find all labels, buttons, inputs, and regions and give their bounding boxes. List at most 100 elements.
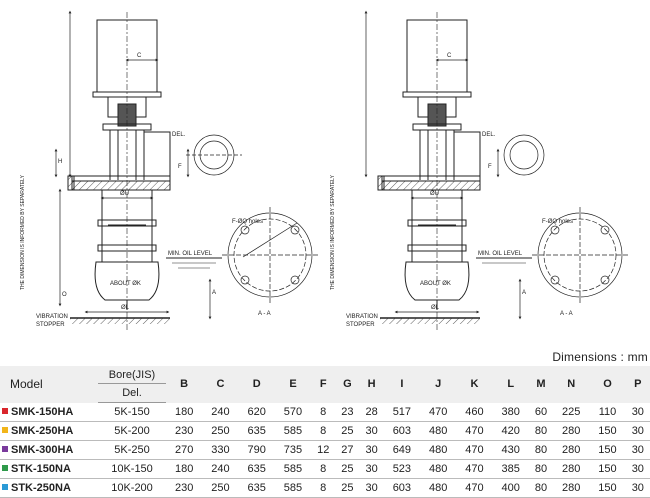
value-cell-k: 470 xyxy=(456,478,493,498)
value-cell-i: 649 xyxy=(383,440,421,460)
value-cell-i: 517 xyxy=(383,402,421,422)
left-dim-o: O xyxy=(62,292,67,298)
model-color-swatch xyxy=(2,465,8,471)
right-dim-u: ØU xyxy=(430,191,439,197)
right-dim-l: ØL xyxy=(431,305,440,311)
right-label-stopper: STOPPER xyxy=(346,322,375,328)
value-cell-g: 25 xyxy=(335,478,360,498)
left-label-section: A - A xyxy=(258,311,271,317)
value-cell-l: 400 xyxy=(492,478,529,498)
model-name: STK-250NA xyxy=(11,482,71,494)
del-cell: 5K-200 xyxy=(98,421,166,441)
header-p: P xyxy=(625,366,650,403)
value-cell-h: 30 xyxy=(359,459,384,479)
value-cell-p: 30 xyxy=(625,440,650,460)
value-cell-m: 60 xyxy=(528,402,554,422)
left-dim-h: H xyxy=(58,159,62,165)
header-l: L xyxy=(492,366,529,403)
value-cell-e: 585 xyxy=(274,478,312,498)
value-cell-l: 385 xyxy=(492,459,529,479)
value-cell-b: 230 xyxy=(166,478,203,498)
value-cell-g: 25 xyxy=(335,459,360,479)
value-cell-m: 80 xyxy=(528,459,554,479)
value-cell-e: 585 xyxy=(274,459,312,479)
model-cell: SMK-300HA xyxy=(0,440,98,460)
dimensions-label: Dimensions : mm xyxy=(552,350,648,364)
pump-drawing-left: C DEL. H F ØU ØL O A F-ØQ holes MIN. OIL… xyxy=(20,10,318,331)
value-cell-m: 80 xyxy=(528,478,554,498)
value-cell-o: 150 xyxy=(589,478,626,498)
right-label-vibration: VIBRATION xyxy=(346,314,378,320)
left-dim-f: F xyxy=(178,164,182,170)
left-dim-a: A xyxy=(212,290,216,296)
del-cell: 5K-250 xyxy=(98,440,166,460)
value-cell-f: 12 xyxy=(311,440,336,460)
value-cell-n: 280 xyxy=(553,421,590,441)
value-cell-m: 80 xyxy=(528,440,554,460)
value-cell-i: 603 xyxy=(383,478,421,498)
left-label-vibration: VIBRATION xyxy=(36,314,68,320)
right-label-about: ABOUT ØK xyxy=(420,281,451,287)
header-i: I xyxy=(383,366,421,403)
value-cell-j: 480 xyxy=(420,478,457,498)
header-k: K xyxy=(456,366,493,403)
value-cell-n: 280 xyxy=(553,478,590,498)
header-j: J xyxy=(420,366,457,403)
technical-drawings: C DEL. H F ØU ØL O A F-ØQ holes MIN. OIL… xyxy=(20,10,628,331)
header-d: D xyxy=(238,366,275,403)
spec-table: Model Bore(JIS) B C D E F G H I J K L M … xyxy=(0,366,650,498)
value-cell-l: 380 xyxy=(492,402,529,422)
value-cell-e: 570 xyxy=(274,402,312,422)
value-cell-n: 280 xyxy=(553,440,590,460)
del-cell: 5K-150 xyxy=(98,402,166,422)
value-cell-j: 480 xyxy=(420,459,457,479)
value-cell-c: 240 xyxy=(202,459,239,479)
left-side-note: THE DIMENSION IS INFORMED BY SEPARATELY xyxy=(20,174,26,290)
value-cell-c: 250 xyxy=(202,478,239,498)
right-side-note: THE DIMENSION IS INFORMED BY SEPARATELY xyxy=(330,174,336,290)
value-cell-k: 470 xyxy=(456,421,493,441)
model-cell: SMK-250HA xyxy=(0,421,98,441)
value-cell-o: 150 xyxy=(589,440,626,460)
del-cell: 10K-200 xyxy=(98,478,166,498)
header-g: G xyxy=(335,366,360,403)
value-cell-l: 420 xyxy=(492,421,529,441)
left-label-holes: F-ØQ holes xyxy=(232,219,263,225)
right-dim-a: A xyxy=(522,290,526,296)
model-color-swatch xyxy=(2,407,8,414)
value-cell-c: 240 xyxy=(202,402,239,422)
value-cell-j: 470 xyxy=(420,402,457,422)
left-label-stopper: STOPPER xyxy=(36,322,65,328)
value-cell-b: 270 xyxy=(166,440,203,460)
value-cell-d: 790 xyxy=(238,440,275,460)
value-cell-o: 150 xyxy=(589,421,626,441)
value-cell-h: 30 xyxy=(359,421,384,441)
left-label-del: DEL. xyxy=(172,132,186,138)
value-cell-j: 480 xyxy=(420,440,457,460)
header-del: Del. xyxy=(98,383,166,403)
value-cell-k: 460 xyxy=(456,402,493,422)
header-e: E xyxy=(274,366,312,403)
model-cell: STK-150NA xyxy=(0,459,98,479)
value-cell-o: 150 xyxy=(589,459,626,479)
header-m: M xyxy=(528,366,554,403)
header-n: N xyxy=(553,366,590,403)
left-dim-c: C xyxy=(137,53,142,59)
value-cell-p: 30 xyxy=(625,421,650,441)
value-cell-f: 8 xyxy=(311,478,336,498)
header-f: F xyxy=(311,366,336,403)
right-label-del: DEL. xyxy=(482,132,496,138)
value-cell-g: 25 xyxy=(335,421,360,441)
value-cell-n: 280 xyxy=(553,459,590,479)
header-b: B xyxy=(166,366,203,403)
value-cell-j: 480 xyxy=(420,421,457,441)
value-cell-f: 8 xyxy=(311,402,336,422)
del-cell: 10K-150 xyxy=(98,459,166,479)
left-dim-l: ØL xyxy=(121,305,130,311)
right-label-min-oil: MIN. OIL LEVEL xyxy=(478,251,523,257)
value-cell-c: 250 xyxy=(202,421,239,441)
right-label-section: A - A xyxy=(560,311,573,317)
